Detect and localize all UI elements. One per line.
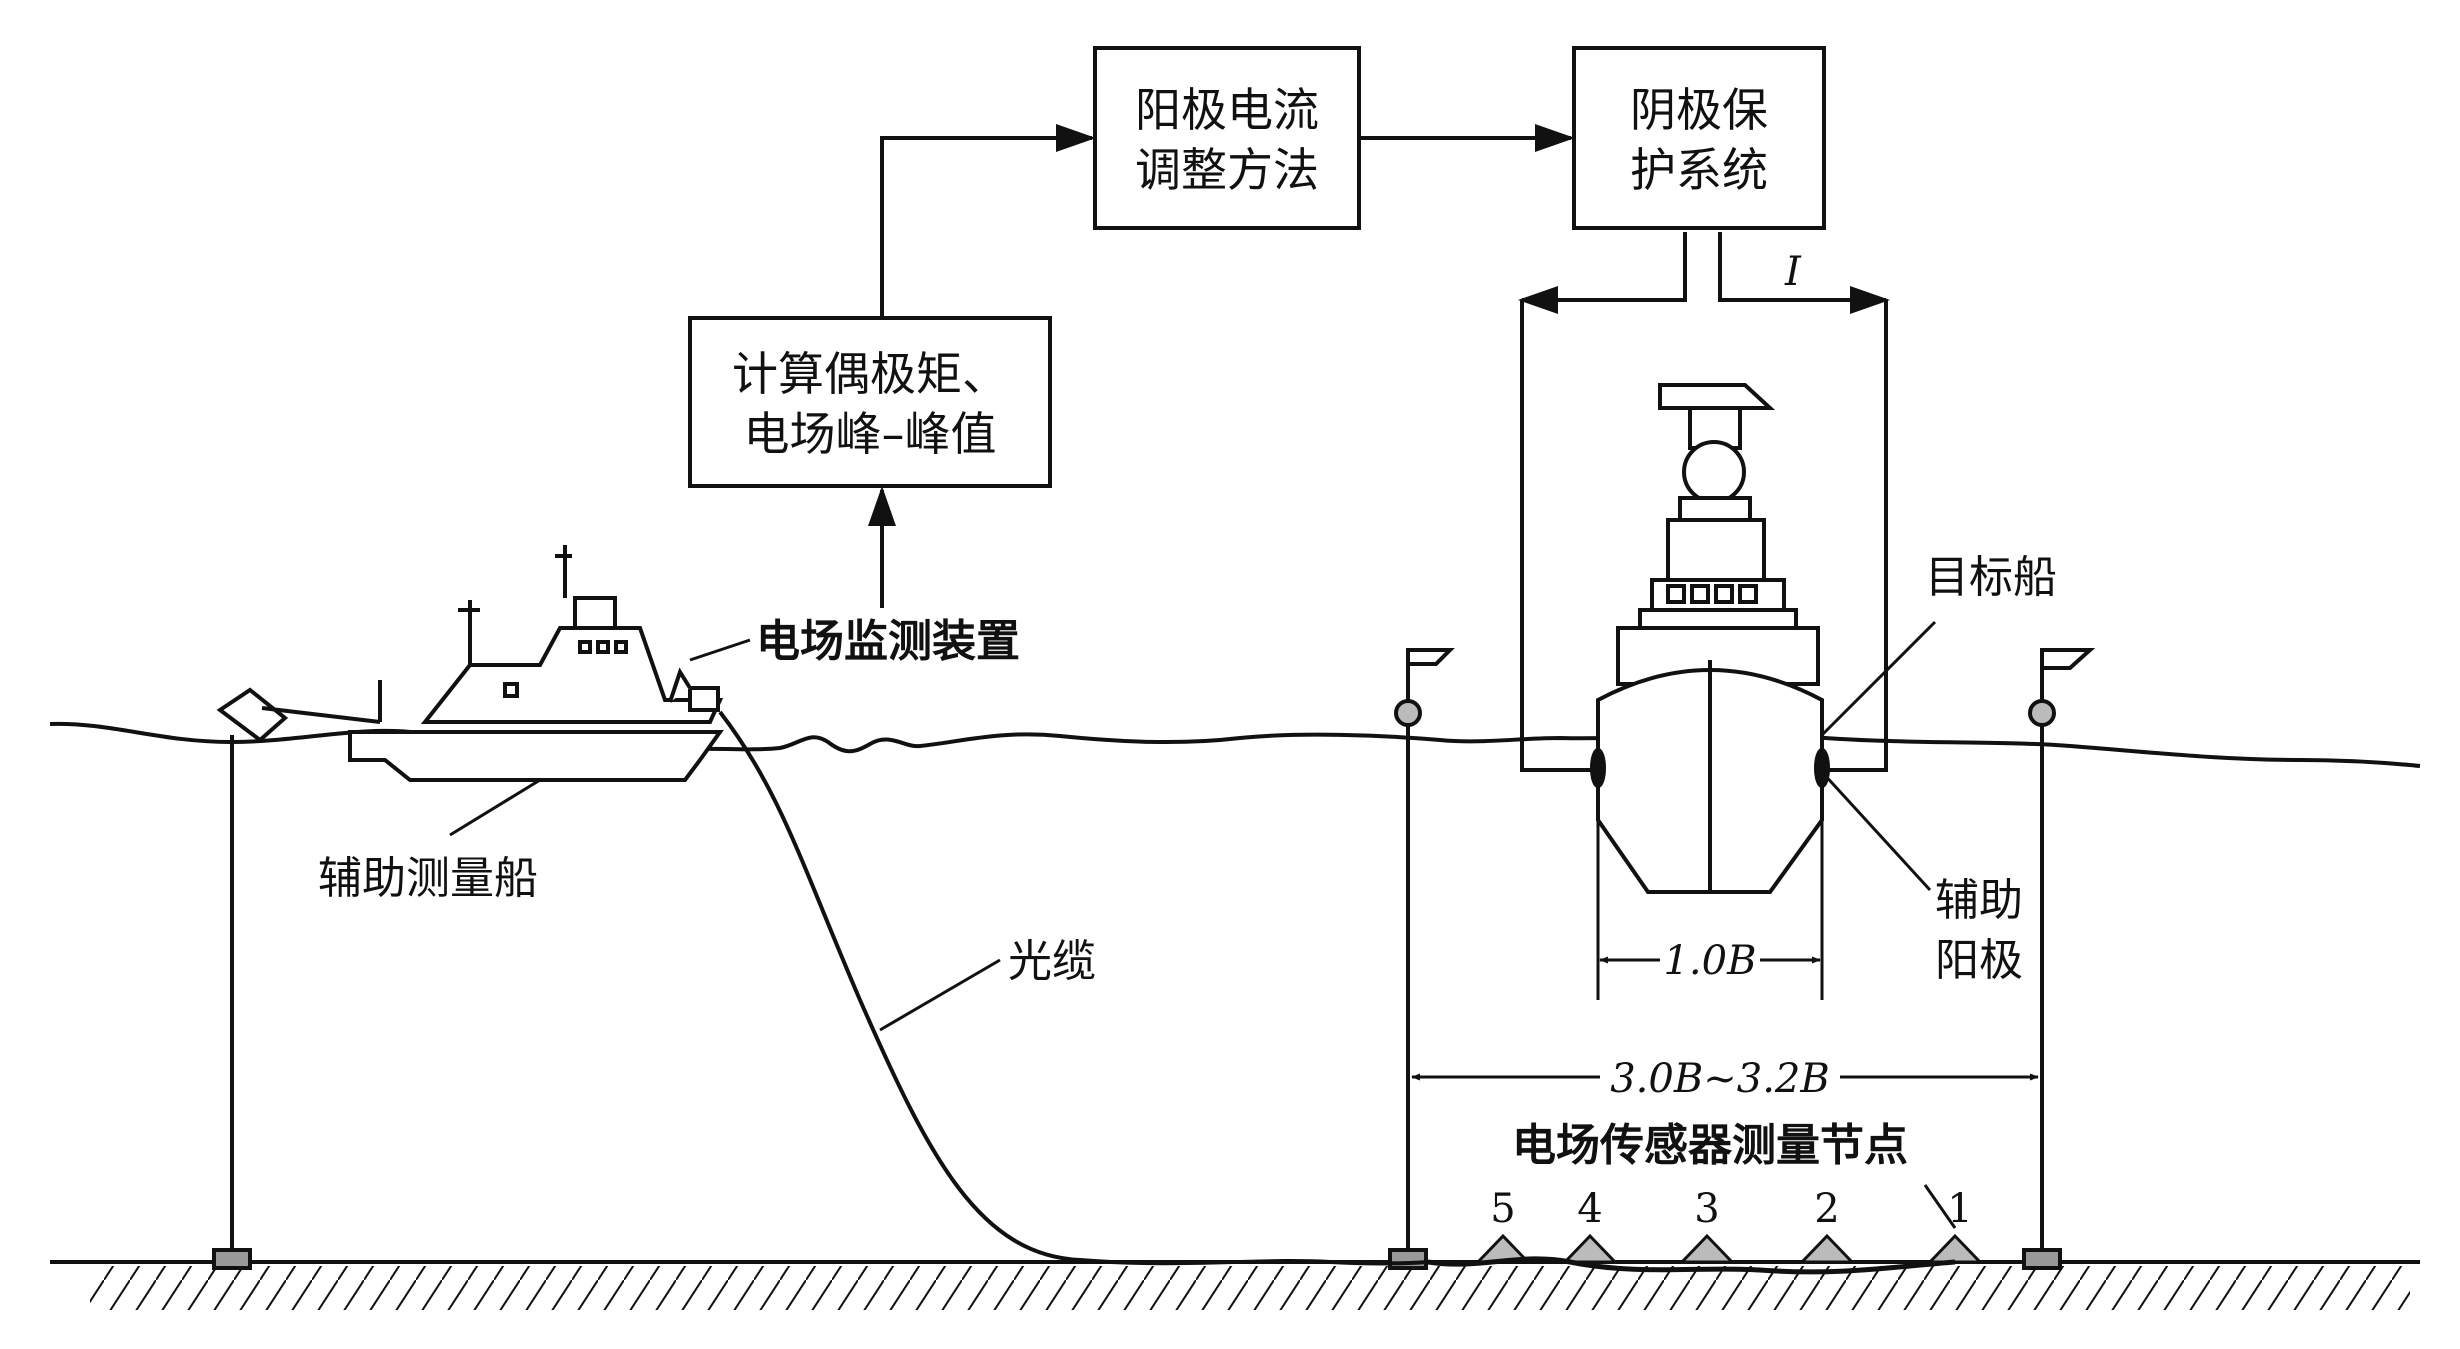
arrow-current-left <box>1518 232 1687 314</box>
arrow-current-right <box>1718 232 1890 314</box>
sensor-node <box>1678 1233 1736 1264</box>
seabed <box>50 1260 2420 1310</box>
towed-float <box>212 687 381 1270</box>
node-numbers: 5 4 3 2 1 <box>1490 1186 1972 1232</box>
right-buoy <box>2022 648 2096 1270</box>
cathodic-system-line1: 阴极保 <box>1630 83 1768 137</box>
compute-box: 计算偶极矩、 电场峰–峰值 <box>688 316 1052 488</box>
aux-ship-label: 辅助测量船 <box>318 853 538 904</box>
compute-box-line1: 计算偶极矩、 <box>732 347 1008 401</box>
sensor-nodes <box>1474 1233 1984 1264</box>
target-ship-leader <box>1820 620 1937 737</box>
width-1-label: 1.0B <box>1663 938 1756 984</box>
left-buoy <box>1388 648 1455 1270</box>
nodes-leader <box>1923 1184 1957 1229</box>
node-number: 2 <box>1814 1186 1839 1232</box>
width-3-label: 3.0B~3.2B <box>1610 1056 1830 1102</box>
monitor-leader <box>689 638 751 662</box>
anode-method-line1: 阳极电流 <box>1135 83 1319 137</box>
current-label: I <box>1784 249 1802 295</box>
node-number: 1 <box>1947 1186 1972 1232</box>
aux-ship-leader <box>449 778 541 837</box>
anode-method-box: 阳极电流 调整方法 <box>1093 46 1361 230</box>
fiber-cable <box>718 710 1429 1266</box>
width-1-dimension <box>1596 790 1824 1000</box>
target-ship-label: 目标船 <box>1925 552 2057 603</box>
cathodic-system-box: 阴极保 护系统 <box>1572 46 1826 230</box>
cable-label: 光缆 <box>1008 936 1096 987</box>
anode-method-line2: 调整方法 <box>1135 143 1319 197</box>
nodes-title: 电场传感器测量节点 <box>1512 1120 1908 1171</box>
aux-anode-label-2: 阳极 <box>1935 935 2023 986</box>
cable-leader <box>879 958 1001 1032</box>
monitor-label: 电场监测装置 <box>756 616 1020 667</box>
sensor-node <box>1798 1233 1856 1264</box>
aux-ship <box>348 545 724 782</box>
arrow-compute-to-method <box>880 124 1096 316</box>
node-number: 5 <box>1490 1186 1515 1232</box>
sensor-cable <box>1427 1256 1956 1275</box>
cathodic-system-line2: 护系统 <box>1630 143 1768 197</box>
node-number: 4 <box>1577 1186 1602 1232</box>
compute-box-line2: 电场峰–峰值 <box>744 407 997 461</box>
sensor-node <box>1561 1233 1619 1264</box>
aux-anode-leader <box>1820 770 1932 892</box>
target-ship <box>1590 383 1830 894</box>
node-number: 3 <box>1694 1186 1719 1232</box>
sensor-node <box>1926 1233 1984 1264</box>
aux-anode-label-1: 辅助 <box>1935 875 2023 926</box>
